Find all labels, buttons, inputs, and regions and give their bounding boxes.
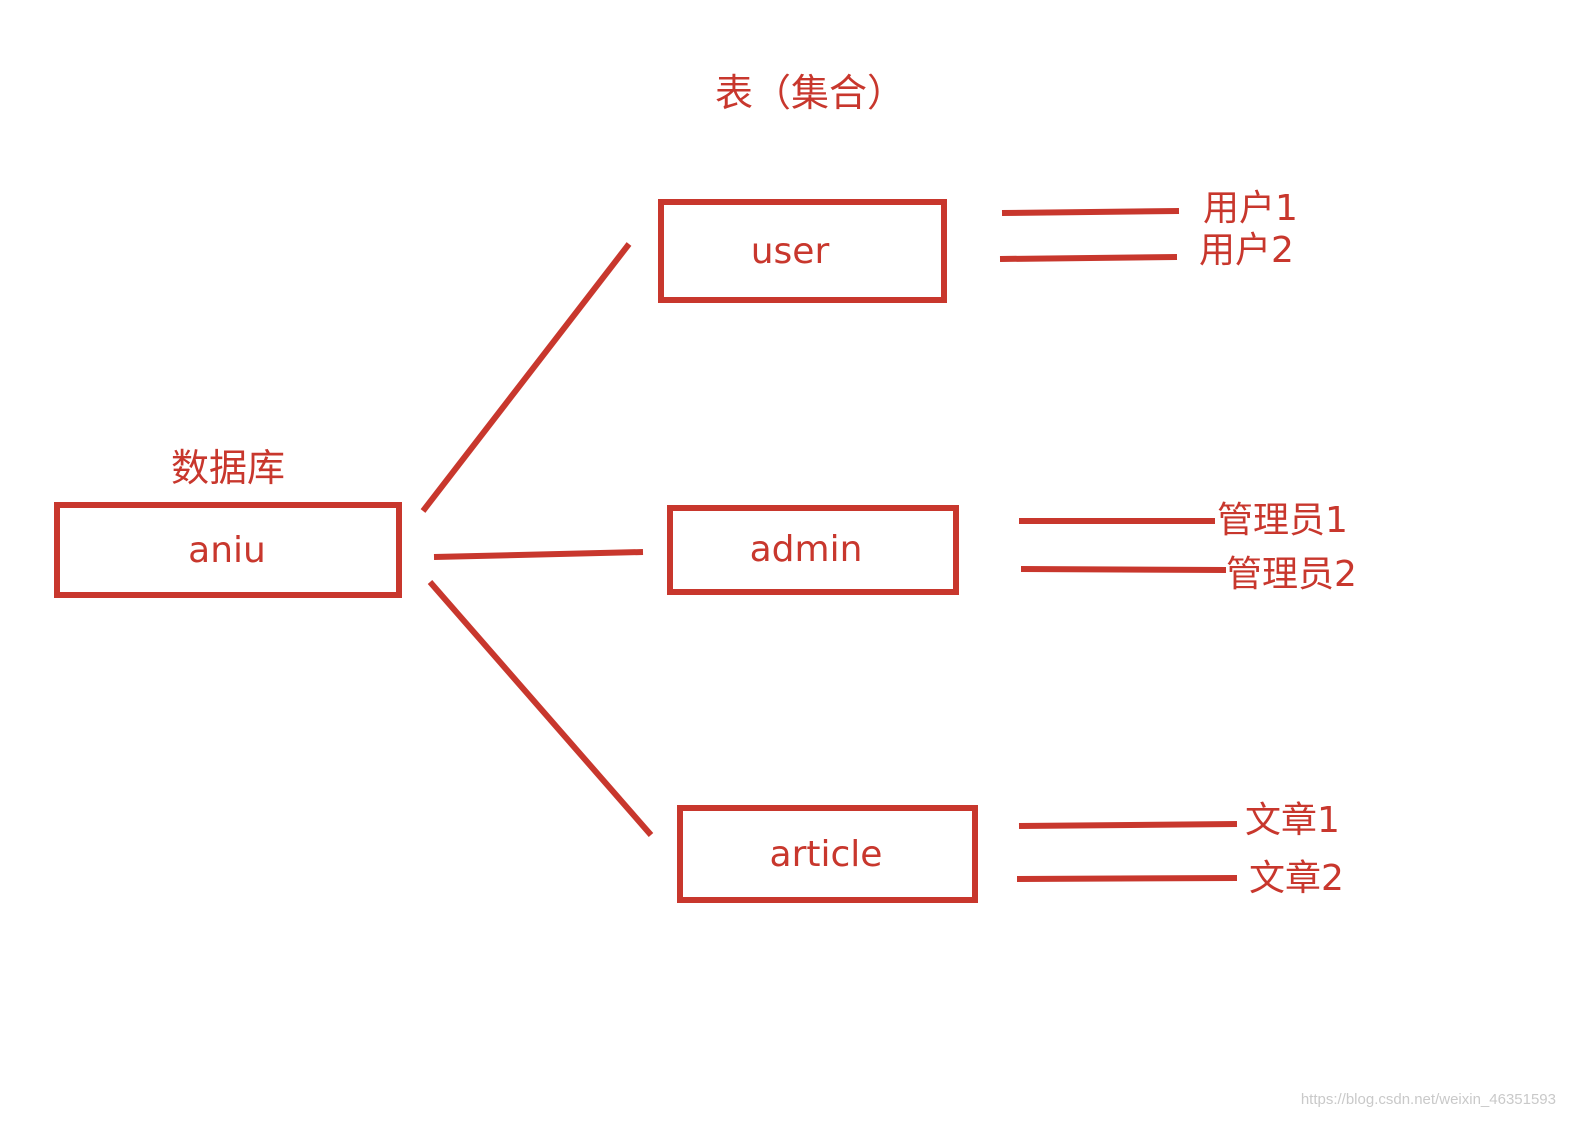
document-label: 用户1 [1203, 188, 1298, 229]
connector-admin-doc-2 [1020, 566, 1227, 573]
connector-database-article [427, 580, 654, 837]
connector-database-user [420, 242, 632, 513]
collection-box-article [677, 805, 978, 903]
document-label: 用户2 [1199, 230, 1294, 271]
collection-name-label: article [770, 834, 883, 875]
database-node: aniu [54, 502, 402, 598]
connector-article-doc-1 [1018, 821, 1238, 829]
document-label: 文章1 [1245, 800, 1340, 841]
connector-user-doc-1 [1001, 208, 1180, 216]
connector-article-doc-2 [1016, 875, 1238, 882]
collection-node-article: article [677, 805, 978, 903]
document-label: 文章2 [1249, 858, 1344, 899]
watermark-text: https://blog.csdn.net/weixin_46351593 [1301, 1091, 1556, 1108]
collection-box-user [658, 199, 947, 303]
document-label: 管理员1 [1217, 500, 1348, 541]
tables-heading: 表（集合） [715, 71, 905, 115]
database-heading: 数据库 [171, 446, 285, 490]
collection-name-label: user [751, 231, 830, 272]
collection-node-admin: admin [667, 505, 959, 595]
collection-box-admin [667, 505, 959, 595]
database-box [54, 502, 402, 598]
document-label: 管理员2 [1226, 554, 1357, 595]
collection-node-user: user [658, 199, 947, 303]
connector-user-doc-2 [999, 254, 1178, 262]
collection-name-label: admin [750, 529, 863, 570]
connector-database-admin [433, 549, 644, 560]
database-name-label: aniu [188, 530, 266, 571]
